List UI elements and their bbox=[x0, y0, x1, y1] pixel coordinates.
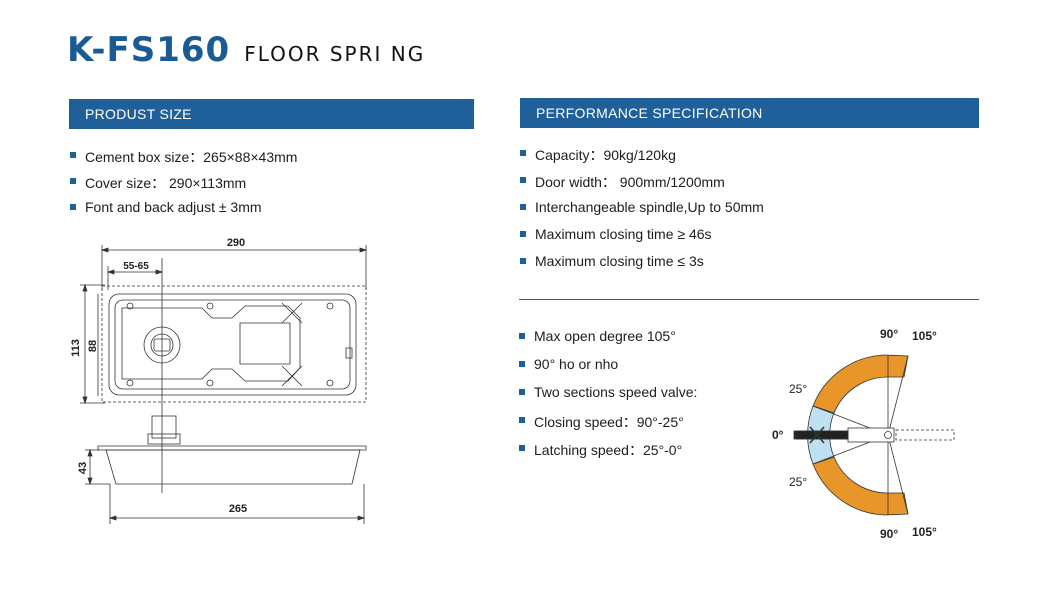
angle-label-90-top: 90° bbox=[880, 327, 898, 341]
technical-drawing: 290 55-65 113 88 43 265 bbox=[70, 237, 368, 524]
dimension-label: 290 bbox=[227, 237, 245, 249]
dimension-label: 55-65 bbox=[123, 261, 149, 272]
dimension-label: 88 bbox=[87, 340, 99, 352]
product-type: FLOOR SPRI NG bbox=[244, 42, 426, 66]
dimension-label: 113 bbox=[70, 339, 82, 357]
section-header-performance: PERFORMANCE SPECIFICATION bbox=[520, 98, 979, 128]
product-size-list: Cement box size：265×88×43mm Cover size： … bbox=[70, 147, 297, 225]
dimension-label: 265 bbox=[229, 503, 247, 515]
angle-label-25-top: 25° bbox=[789, 382, 807, 396]
angle-label-25-bottom: 25° bbox=[789, 475, 807, 489]
angle-label-0: 0° bbox=[772, 428, 784, 442]
list-item: Latching speed：25°-0° bbox=[519, 440, 697, 468]
dimension-label: 43 bbox=[77, 462, 89, 474]
list-item: 90° ho or nho bbox=[519, 356, 697, 384]
section-header-product-size: PRODUST SIZE bbox=[69, 99, 474, 129]
angle-spec-list: Max open degree 105° 90° ho or nho Two s… bbox=[519, 328, 697, 468]
list-item: Cover size： 290×113mm bbox=[70, 173, 297, 199]
opening-angle-diagram: 90° 105° 25° 0° 25° 90° 105° bbox=[772, 327, 955, 541]
list-item: Cement box size：265×88×43mm bbox=[70, 147, 297, 173]
list-item: Interchangeable spindle,Up to 50mm bbox=[520, 199, 764, 226]
list-item: Max open degree 105° bbox=[519, 328, 697, 356]
list-item: Two sections speed valve: bbox=[519, 384, 697, 412]
angle-label-105-bottom: 105° bbox=[912, 525, 937, 539]
page-title: K-FS160 FLOOR SPRI NG bbox=[67, 30, 425, 70]
angle-label-90-bottom: 90° bbox=[880, 527, 898, 541]
list-item: Maximum closing time ≤ 3s bbox=[520, 253, 764, 280]
angle-label-105-top: 105° bbox=[912, 329, 937, 343]
list-item: Closing speed：90°-25° bbox=[519, 412, 697, 440]
performance-list: Capacity：90kg/120kg Door width： 900mm/12… bbox=[520, 145, 764, 280]
list-item: Door width： 900mm/1200mm bbox=[520, 172, 764, 199]
model-name: K-FS160 bbox=[67, 30, 231, 70]
list-item: Capacity：90kg/120kg bbox=[520, 145, 764, 172]
list-item: Maximum closing time ≥ 46s bbox=[520, 226, 764, 253]
list-item: Font and back adjust ± 3mm bbox=[70, 199, 297, 225]
section-divider bbox=[519, 299, 979, 300]
